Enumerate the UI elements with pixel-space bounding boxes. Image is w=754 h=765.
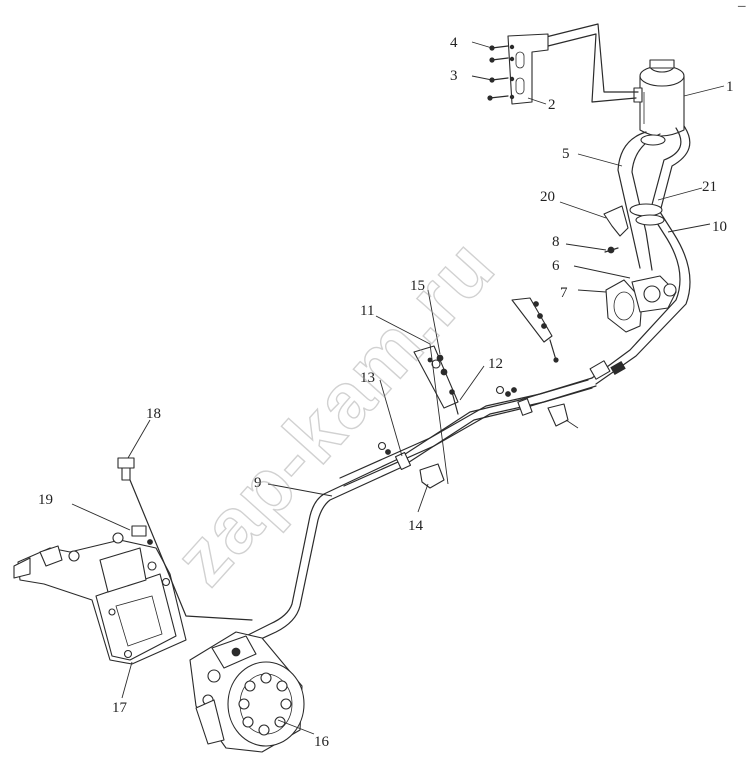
callout-14: 14 bbox=[408, 518, 424, 534]
callout-5: 5 bbox=[562, 146, 570, 162]
callout-2: 2 bbox=[548, 97, 556, 113]
valve-body-6 bbox=[631, 275, 677, 313]
watermark: zap-kam.ru bbox=[157, 222, 511, 602]
callout-12: 12 bbox=[488, 356, 503, 372]
bolt-12 bbox=[449, 389, 459, 415]
callout-11: 11 bbox=[360, 303, 374, 319]
callout-3: 3 bbox=[450, 68, 458, 84]
hose-10 bbox=[591, 125, 691, 385]
bracket-valve bbox=[511, 297, 559, 363]
corner-mark: – bbox=[737, 0, 746, 14]
fitting-18 bbox=[117, 457, 253, 621]
leader-lines bbox=[71, 41, 725, 735]
flange-gasket-7 bbox=[605, 279, 643, 333]
pipe-9 bbox=[245, 377, 597, 645]
callout-labels: 1 2 3 4 5 6 7 8 9 10 11 12 13 14 15 16 1… bbox=[38, 35, 734, 750]
pipe-clamps bbox=[394, 398, 579, 489]
washers-nuts bbox=[377, 385, 517, 455]
hose-clamps bbox=[589, 134, 666, 380]
bolt-8 bbox=[604, 246, 619, 254]
steering-pump-16 bbox=[189, 631, 305, 753]
callout-8: 8 bbox=[552, 234, 560, 250]
callout-1: 1 bbox=[726, 79, 734, 95]
callout-20: 20 bbox=[540, 189, 555, 205]
callout-17: 17 bbox=[112, 700, 128, 716]
callout-9: 9 bbox=[254, 475, 262, 491]
pump-bracket-17 bbox=[13, 532, 187, 665]
bracket-2 bbox=[507, 33, 549, 105]
callout-21: 21 bbox=[702, 179, 717, 195]
callout-15: 15 bbox=[410, 278, 425, 294]
tank-bracket-strap bbox=[533, 23, 639, 103]
reservoir-tank bbox=[633, 59, 685, 137]
callout-18: 18 bbox=[146, 406, 161, 422]
bracket-11 bbox=[413, 345, 459, 409]
hose-5 bbox=[617, 131, 661, 271]
callout-19: 19 bbox=[38, 492, 53, 508]
callout-13: 13 bbox=[360, 370, 375, 386]
callout-10: 10 bbox=[712, 219, 727, 235]
bolt-15 bbox=[431, 354, 448, 376]
fitting-19 bbox=[131, 525, 157, 571]
callout-4: 4 bbox=[450, 35, 458, 51]
callout-7: 7 bbox=[560, 285, 568, 301]
callout-16: 16 bbox=[314, 734, 330, 750]
callout-6: 6 bbox=[552, 258, 560, 274]
clip-20 bbox=[603, 205, 629, 237]
bolts-3-4 bbox=[487, 44, 515, 101]
